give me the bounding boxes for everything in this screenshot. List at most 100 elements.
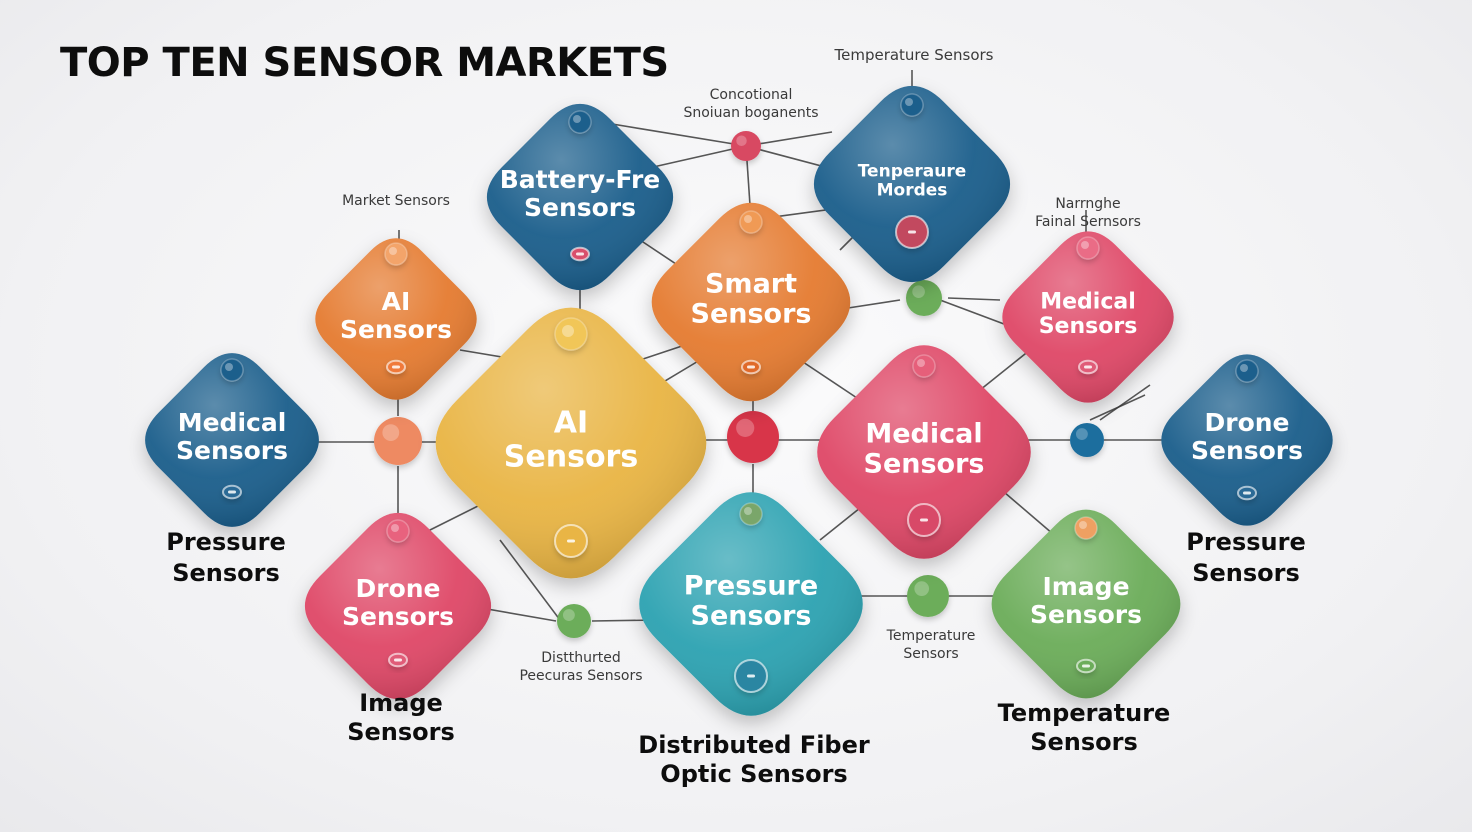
page-title: TOP TEN SENSOR MARKETS — [60, 40, 669, 86]
diamond-gloss — [486, 103, 674, 291]
diamond-gloss — [1161, 354, 1333, 526]
top-bead-icon — [386, 519, 410, 543]
connection-line — [599, 121, 747, 147]
floating-label-line: Sensors — [1030, 728, 1138, 756]
connector-dot — [557, 604, 591, 638]
top-bead-icon — [739, 502, 763, 526]
bead-glint — [228, 490, 236, 494]
connector-highlight — [1075, 428, 1088, 440]
floating-label-line: Sensors — [1192, 559, 1300, 587]
top-bead-highlight — [391, 524, 399, 532]
top-bead-highlight — [225, 363, 233, 371]
diamond-gloss — [435, 307, 707, 579]
connector-highlight — [562, 609, 575, 621]
top-bead-icon — [1074, 516, 1098, 540]
top-bead-icon — [554, 317, 588, 351]
floating-label-line: Sensors — [172, 559, 280, 587]
top-bead-highlight — [562, 325, 574, 337]
bead-glint — [394, 658, 402, 662]
connection-line — [639, 145, 747, 171]
connector-highlight — [736, 135, 747, 146]
connector-dots — [374, 131, 1104, 638]
node-label-line: Image — [1042, 572, 1129, 601]
top-bead-highlight — [1079, 521, 1087, 529]
diamond-gloss — [639, 492, 863, 716]
top-bead-icon — [900, 93, 924, 117]
top-bead-icon — [384, 242, 408, 266]
diamond-gloss — [315, 238, 477, 400]
diamond-gloss — [813, 85, 1011, 283]
node-label-line: Sensors — [524, 193, 636, 222]
floating-label-line: Temperature — [886, 628, 976, 644]
node-label-line: Sensors — [504, 439, 638, 474]
connector-highlight — [382, 424, 400, 441]
top-bead-highlight — [744, 507, 752, 515]
node-label-line: Drone — [1204, 408, 1289, 437]
connection-line — [979, 349, 1031, 391]
top-bead-icon — [220, 358, 244, 382]
connection-line — [499, 539, 561, 621]
floating-label-line: Sensors — [903, 646, 958, 662]
connector-dot — [907, 575, 949, 617]
top-bead-highlight — [1081, 241, 1089, 249]
node-label-line: Sensors — [691, 601, 812, 632]
connection-line — [799, 359, 861, 401]
bead-glint — [747, 365, 755, 369]
connector-dot — [1070, 423, 1104, 457]
top-bead-highlight — [917, 359, 925, 367]
bead-glint — [1084, 365, 1092, 369]
node-label-line: Medical — [178, 408, 287, 437]
node-label-line: AI — [382, 287, 411, 316]
floating-label-line: Concotional — [710, 87, 793, 103]
diamond-gloss — [651, 202, 851, 402]
floating-label-line: Sensors — [347, 718, 455, 746]
node-label-line: Sensors — [176, 436, 288, 465]
top-bead-icon — [568, 110, 592, 134]
connector-dot — [906, 280, 942, 316]
node-label-line: Sensors — [342, 602, 454, 631]
connector-dot — [727, 411, 779, 463]
connection-line — [1089, 394, 1146, 421]
bead-glint — [1243, 491, 1251, 495]
floating-label-line: Pressure — [166, 528, 285, 556]
node-label-line: Medical — [1040, 289, 1136, 314]
bead-glint — [392, 365, 400, 369]
top-bead-icon — [1076, 236, 1100, 260]
floating-label-line: Distributed Fiber — [638, 731, 870, 759]
node-label-line: Sensors — [1030, 600, 1142, 629]
node-label-line: Sensors — [1039, 314, 1138, 339]
node-label-line: AI — [554, 406, 588, 441]
bead-glint — [920, 518, 928, 522]
top-bead-highlight — [905, 98, 913, 106]
node-label-line: Sensors — [691, 299, 812, 330]
node-label-line: Mordes — [877, 180, 948, 200]
diamond-gloss — [991, 509, 1181, 699]
floating-label-line: Market Sensors — [342, 193, 450, 209]
diamond-gloss — [304, 512, 492, 700]
top-bead-highlight — [1240, 364, 1248, 372]
bead-glint — [908, 230, 916, 234]
node-label-line: Medical — [865, 418, 982, 449]
top-bead-highlight — [389, 247, 397, 255]
label-temperature-sensors-top: Temperature Sensors — [833, 46, 993, 64]
